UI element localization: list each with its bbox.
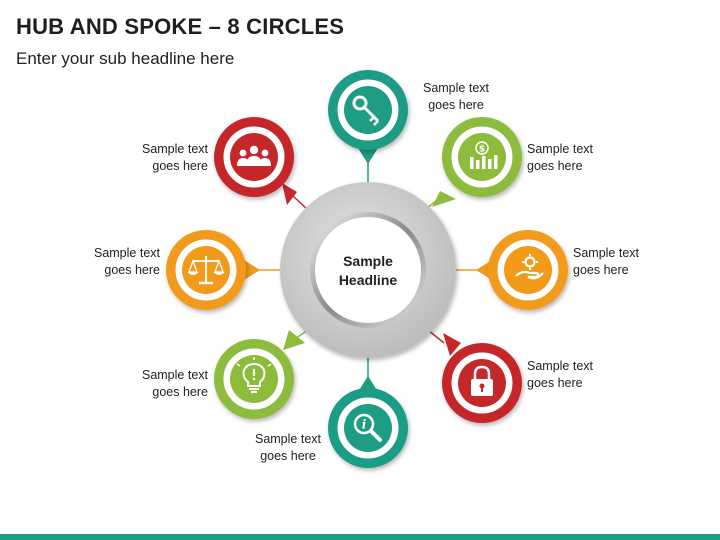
label-top-left-line2: goes here <box>152 159 208 173</box>
label-top: Sample text goes here <box>401 80 511 114</box>
node-bottom: i <box>328 376 408 468</box>
label-top-left-line1: Sample text <box>141 142 208 156</box>
label-top-line2: goes here <box>428 98 484 112</box>
label-left-line2: goes here <box>104 263 160 277</box>
label-bottom: Sample text goes here <box>233 431 343 465</box>
label-top-line1: Sample text <box>422 81 489 95</box>
node-bottom-left <box>214 330 305 419</box>
label-bottom-right-line2: goes here <box>527 376 583 390</box>
node-top-left <box>214 117 297 205</box>
page-title: HUB AND SPOKE – 8 CIRCLES <box>16 14 345 39</box>
svg-text:i: i <box>362 418 367 432</box>
label-bottom-left-line1: Sample text <box>141 368 208 382</box>
svg-text:$: $ <box>479 145 485 155</box>
page-subtitle: Enter your sub headline here <box>16 49 235 68</box>
label-bottom-right: Sample text goes here <box>527 358 637 392</box>
label-bottom-line2: goes here <box>260 449 316 463</box>
hub-headline-line1: Sample <box>343 253 393 269</box>
lightbulb-icon <box>236 357 272 393</box>
key-icon <box>352 95 380 126</box>
label-top-left: Sample text goes here <box>98 141 208 175</box>
bottom-accent-bar <box>0 534 720 540</box>
label-top-right-line2: goes here <box>527 159 583 173</box>
node-top <box>328 70 408 164</box>
connector-top-left <box>292 195 309 211</box>
label-bottom-left-line2: goes here <box>152 385 208 399</box>
money-chart-icon: $ <box>470 141 498 169</box>
label-right-line1: Sample text <box>573 246 640 260</box>
label-top-right-line1: Sample text <box>527 142 594 156</box>
label-left: Sample text goes here <box>50 245 160 279</box>
hand-gear-icon <box>515 254 544 280</box>
label-bottom-left: Sample text goes here <box>98 367 208 401</box>
label-bottom-line1: Sample text <box>254 432 321 446</box>
scales-icon <box>187 256 225 285</box>
info-search-icon: i <box>353 413 382 442</box>
connector-bottom-right <box>427 329 445 344</box>
padlock-icon <box>471 365 493 396</box>
hub-circle <box>280 182 456 358</box>
node-right <box>476 230 568 310</box>
label-bottom-right-line1: Sample text <box>527 359 594 373</box>
label-top-right: Sample text goes here <box>527 141 637 175</box>
team-icon <box>237 145 271 166</box>
node-left <box>166 230 260 310</box>
label-right: Sample text goes here <box>573 245 683 279</box>
node-bottom-right <box>442 333 522 423</box>
hub-headline-line2: Headline <box>339 272 398 288</box>
label-left-line1: Sample text <box>93 246 160 260</box>
node-top-right: $ <box>432 117 522 207</box>
label-right-line2: goes here <box>573 263 629 277</box>
